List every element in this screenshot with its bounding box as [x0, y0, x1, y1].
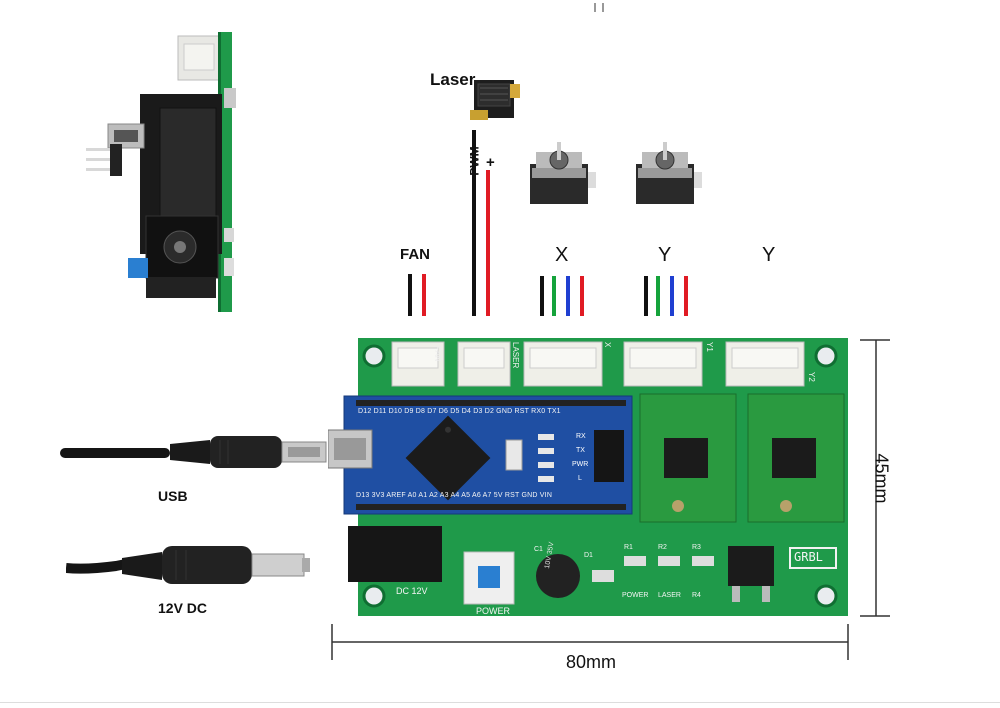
fan-label: FAN — [400, 246, 430, 263]
top-edge-mark — [592, 0, 608, 12]
width-dimension — [326, 620, 856, 666]
stepper-motor-icon — [628, 138, 704, 208]
laser-label: Laser — [430, 70, 476, 89]
y1-connector — [623, 341, 703, 387]
dc-power-cable — [65, 540, 316, 590]
d1-label: D1 — [584, 552, 593, 559]
connector-label-y2: Y2 — [807, 372, 816, 382]
usb-cable — [60, 430, 330, 474]
connector-label-y1: Y1 — [705, 342, 714, 352]
c1-label: C1 — [534, 546, 543, 553]
nano-top-pin-labels: D12 D11 D10 D9 D8 D7 D6 D5 D4 D3 D2 GND … — [358, 408, 561, 415]
stepper-driver-2 — [747, 393, 845, 523]
led-laser-label: LASER — [658, 592, 681, 599]
height-dimension — [856, 336, 896, 622]
y-axis-label: Y — [658, 244, 672, 266]
laser-wires — [468, 130, 498, 320]
y-motor-wires — [640, 276, 696, 320]
board-side-view — [80, 28, 250, 318]
grbl-controller-board: FAN LASER X Y1 Y2 D12 D11 D10 D9 D8 D7 D… — [327, 334, 852, 620]
r1-label: R1 — [624, 544, 633, 551]
r4-label: R4 — [692, 592, 701, 599]
dc-label: 12V DC — [158, 600, 208, 616]
nano-pwr-label: PWR — [572, 461, 589, 468]
dc-jack-label: DC 12V — [396, 586, 428, 596]
stepper-driver-1 — [639, 393, 737, 523]
stepper-motor-icon — [522, 138, 598, 208]
nano-rx-label: RX — [576, 433, 586, 440]
led-power-label: POWER — [622, 592, 649, 599]
x-axis-label: X — [555, 244, 569, 266]
nano-tx-label: TX — [576, 447, 585, 454]
height-dimension-label: 45mm — [871, 453, 892, 504]
connector-label-fan: FAN — [433, 346, 442, 362]
usb-label: USB — [158, 488, 188, 504]
plus-label: + — [486, 154, 495, 171]
nano-bottom-pin-labels: D13 3V3 AREF A0 A1 A2 A3 A4 A5 A6 A7 5V … — [356, 492, 553, 499]
y2-connector — [725, 341, 805, 387]
connector-label-laser: LASER — [511, 342, 520, 369]
grbl-brand: GRBL — [794, 550, 823, 564]
fan-wires — [404, 274, 434, 320]
connector-label-x: X — [603, 342, 612, 348]
fan-connector — [391, 341, 445, 387]
y-axis-label-2: Y — [762, 244, 776, 266]
x-connector — [523, 341, 603, 387]
bottom-divider — [0, 702, 1000, 703]
r2-label: R2 — [658, 544, 667, 551]
r3-label: R3 — [692, 544, 701, 551]
laser-module-icon — [466, 74, 522, 126]
nano-l-label: L — [578, 475, 582, 482]
x-motor-wires — [536, 276, 592, 320]
width-dimension-label: 80mm — [566, 652, 617, 672]
power-switch-label: POWER — [476, 606, 511, 616]
laser-connector — [457, 341, 511, 387]
